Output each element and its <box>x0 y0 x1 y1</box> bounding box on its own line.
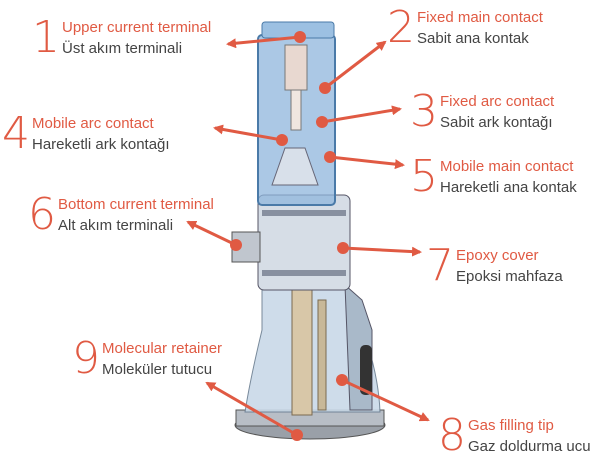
label-english: Mobile arc contact <box>32 114 154 132</box>
label-english: Molecular retainer <box>102 339 223 357</box>
label-turkish: Moleküler tutucu <box>102 360 213 378</box>
label-english: Epoxy cover <box>456 246 539 264</box>
arrow-5 <box>324 151 405 170</box>
arrow-1 <box>226 31 306 49</box>
label-number: 2 <box>387 2 415 53</box>
label-turkish: Üst akım terminali <box>62 39 183 57</box>
retainer-rod <box>317 299 327 411</box>
label-english: Fixed arc contact <box>440 92 555 110</box>
drive-rod <box>291 284 313 416</box>
label-turkish: Sabit ana kontak <box>417 29 529 47</box>
label-number: 9 <box>72 333 100 384</box>
label-turkish: Sabit ark kontağı <box>440 113 553 131</box>
arrow-6 <box>186 220 242 251</box>
label-number: 1 <box>32 12 60 63</box>
label-number: 4 <box>2 108 30 159</box>
mobile-contact-assembly <box>271 147 319 186</box>
label-english: Bottom current terminal <box>58 195 214 213</box>
arrow-4 <box>213 124 288 146</box>
arrow-8 <box>336 374 430 422</box>
gas-valve-handle <box>360 345 372 395</box>
label-number: 8 <box>438 410 466 460</box>
fixed-contact-stem <box>284 44 308 91</box>
label-turkish: Hareketli ana kontak <box>440 178 577 196</box>
arrow-9 <box>205 381 303 441</box>
label-english: Mobile main contact <box>440 157 574 175</box>
label-number: 5 <box>410 151 438 202</box>
arrow-7 <box>337 242 422 257</box>
label-number: 6 <box>28 189 56 240</box>
label-turkish: Gaz doldurma ucu <box>468 437 591 455</box>
label-turkish: Epoksi mahfaza <box>456 267 563 285</box>
arrow-3 <box>316 105 402 128</box>
label-number: 7 <box>426 240 454 291</box>
arrow-2 <box>319 40 387 94</box>
label-number: 3 <box>410 86 438 137</box>
label-turkish: Alt akım terminali <box>58 216 174 234</box>
label-english: Gas filling tip <box>468 416 554 434</box>
label-english: Fixed main contact <box>417 8 543 26</box>
label-english: Upper current terminal <box>62 18 212 36</box>
label-turkish: Hareketli ark kontağı <box>32 135 170 153</box>
